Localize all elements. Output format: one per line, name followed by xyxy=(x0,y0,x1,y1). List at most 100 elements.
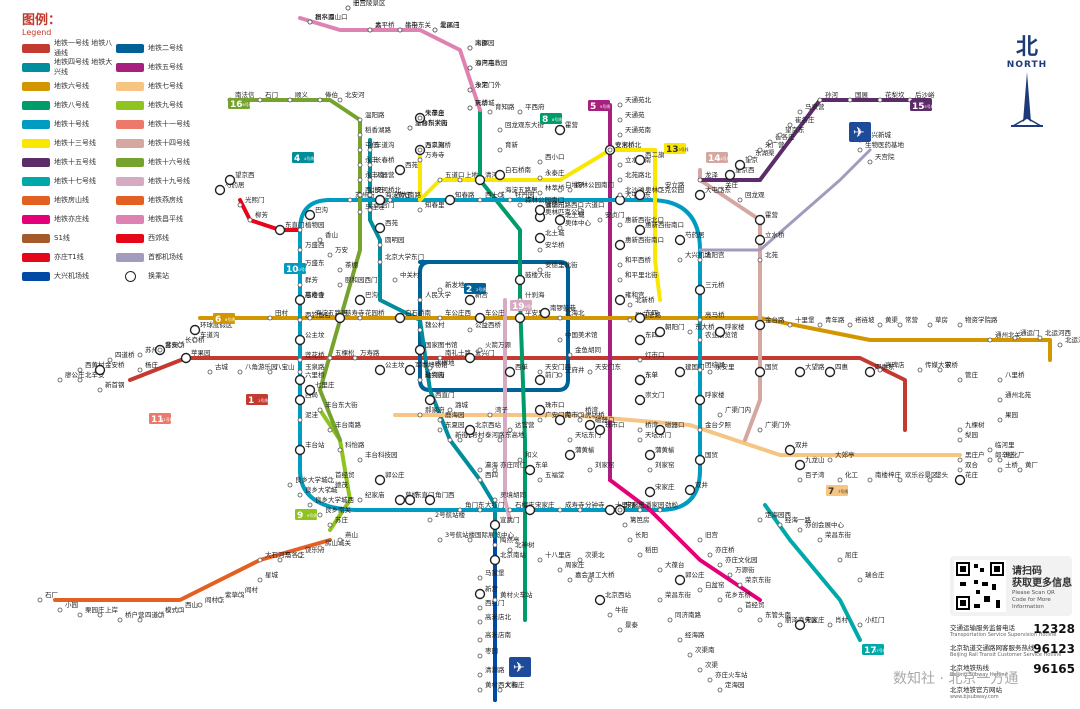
station-dot[interactable] xyxy=(277,557,283,563)
transfer-station-icon[interactable] xyxy=(634,394,646,406)
station-label[interactable]: 金台路 xyxy=(765,315,785,324)
station-label[interactable]: 马各庄 xyxy=(285,550,305,559)
station-label[interactable]: 茶棚 xyxy=(345,260,359,269)
station-label[interactable]: 什刹海 xyxy=(525,290,545,299)
station-label[interactable]: 新宫 xyxy=(485,584,498,593)
station-label[interactable]: 柳芳 xyxy=(255,210,269,219)
station-label[interactable]: 六道口 xyxy=(585,200,605,209)
station-dot[interactable] xyxy=(237,202,243,208)
station-dot[interactable] xyxy=(77,367,83,373)
station-dot[interactable] xyxy=(432,27,438,33)
station-label[interactable]: 花乡东桥 xyxy=(725,590,752,599)
station-label[interactable]: 生物医药基地 xyxy=(865,140,905,149)
station-label[interactable]: 大红门 xyxy=(485,500,505,509)
transfer-station-icon[interactable] xyxy=(404,364,416,376)
station-label[interactable]: 次渠南 xyxy=(695,645,715,654)
station-label[interactable]: 农大南路 xyxy=(395,190,422,199)
station-dot[interactable] xyxy=(517,202,523,208)
station-label[interactable]: 广安门内 xyxy=(545,410,571,419)
station-label[interactable]: 3号航站楼 xyxy=(445,530,476,539)
station-label[interactable]: 科怡路 xyxy=(345,440,365,449)
transfer-station-icon[interactable] xyxy=(684,484,696,496)
station-label[interactable]: 九棵树 xyxy=(965,420,985,429)
station-label[interactable]: 传媒大学 xyxy=(925,360,952,369)
station-dot[interactable] xyxy=(637,437,643,443)
station-label[interactable]: 巩华城 xyxy=(475,98,495,107)
station-label[interactable]: 木樨园 xyxy=(475,38,495,47)
station-dot[interactable] xyxy=(317,237,323,243)
station-dot[interactable] xyxy=(577,417,583,423)
station-dot[interactable] xyxy=(797,109,803,115)
station-dot[interactable] xyxy=(737,582,743,588)
station-dot[interactable] xyxy=(257,577,263,583)
station-label[interactable]: 丰台东大街 xyxy=(325,400,358,409)
station-label[interactable]: 昌平 xyxy=(375,21,389,29)
station-label[interactable]: 丽泽商务区 xyxy=(785,615,818,624)
station-dot[interactable] xyxy=(427,517,433,523)
station-dot[interactable] xyxy=(767,139,773,145)
station-label[interactable]: 牡丹园 xyxy=(515,190,535,199)
station-label[interactable]: 和平西桥 xyxy=(625,255,652,264)
station-dot[interactable] xyxy=(637,427,643,433)
station-label[interactable]: 巴沟 xyxy=(365,290,378,299)
transfer-station-icon[interactable] xyxy=(404,494,416,506)
station-label[interactable]: 善各庄 xyxy=(775,132,795,141)
station-label[interactable]: 湾子 xyxy=(495,405,509,414)
station-label[interactable]: 火器营 xyxy=(375,170,395,179)
station-dot[interactable] xyxy=(617,132,623,138)
station-dot[interactable] xyxy=(567,577,573,583)
station-label[interactable]: 物资学院路 xyxy=(965,315,998,324)
transfer-station-icon[interactable] xyxy=(504,366,516,378)
station-dot[interactable] xyxy=(207,369,213,375)
station-label[interactable]: 海淀五路居 xyxy=(505,185,538,194)
station-label[interactable]: 四惠 xyxy=(835,362,849,371)
station-label[interactable]: 北辛安 xyxy=(85,370,105,379)
station-dot[interactable] xyxy=(417,297,423,303)
station-label[interactable]: 蒲黄榆 xyxy=(575,445,595,454)
station-label[interactable]: 黄村火车站 xyxy=(500,590,533,599)
station-label[interactable]: 广渠门内 xyxy=(725,405,751,414)
station-dot[interactable] xyxy=(297,552,303,558)
station-label[interactable]: 惠新西街南口 xyxy=(625,235,664,244)
station-label[interactable]: 四道桥 xyxy=(115,350,135,359)
transfer-station-icon[interactable] xyxy=(534,232,546,244)
station-label[interactable]: 万盛西 xyxy=(305,240,325,249)
station-dot[interactable] xyxy=(297,357,303,363)
station-dot[interactable] xyxy=(567,187,573,193)
station-label[interactable]: 巴沟 xyxy=(315,205,328,214)
station-label[interactable]: 车道沟 xyxy=(375,140,395,149)
transfer-station-icon[interactable] xyxy=(954,474,966,486)
station-dot[interactable] xyxy=(957,467,963,473)
transfer-station-icon[interactable] xyxy=(394,312,406,324)
station-label[interactable]: 新街口 xyxy=(455,430,475,439)
station-dot[interactable] xyxy=(337,97,343,103)
station-dot[interactable] xyxy=(97,612,103,618)
station-label[interactable]: 平安里 xyxy=(525,308,545,317)
station-dot[interactable] xyxy=(417,412,423,418)
station-label[interactable]: 旧宫 xyxy=(705,530,718,539)
station-label[interactable]: 十里河 xyxy=(615,500,635,509)
transfer-station-icon[interactable] xyxy=(539,307,551,319)
transfer-station-icon[interactable] xyxy=(224,174,236,186)
station-label[interactable]: 枣园 xyxy=(485,646,498,655)
station-label[interactable]: 小红门 xyxy=(865,615,885,624)
station-dot[interactable] xyxy=(337,537,343,543)
station-label[interactable]: 西单 xyxy=(515,362,529,371)
station-label[interactable]: 燕山 xyxy=(345,530,358,539)
station-dot[interactable] xyxy=(577,207,583,213)
station-dot[interactable] xyxy=(457,507,463,513)
station-label[interactable]: 芍药居 xyxy=(685,230,705,239)
station-label[interactable]: 白堆子 xyxy=(565,180,585,189)
station-label[interactable]: 安河桥北 xyxy=(615,140,642,149)
station-dot[interactable] xyxy=(567,437,573,443)
station-dot[interactable] xyxy=(467,327,473,333)
transfer-station-icon[interactable] xyxy=(674,234,686,246)
station-dot[interactable] xyxy=(717,597,723,603)
station-dot[interactable] xyxy=(437,287,443,293)
station-label[interactable]: 林萃桥 xyxy=(545,183,565,192)
station-dot[interactable] xyxy=(777,522,783,528)
station-dot[interactable] xyxy=(957,457,963,463)
station-label[interactable]: 大葆台 xyxy=(425,108,445,117)
station-dot[interactable] xyxy=(297,369,303,375)
transfer-station-icon[interactable] xyxy=(534,404,546,416)
